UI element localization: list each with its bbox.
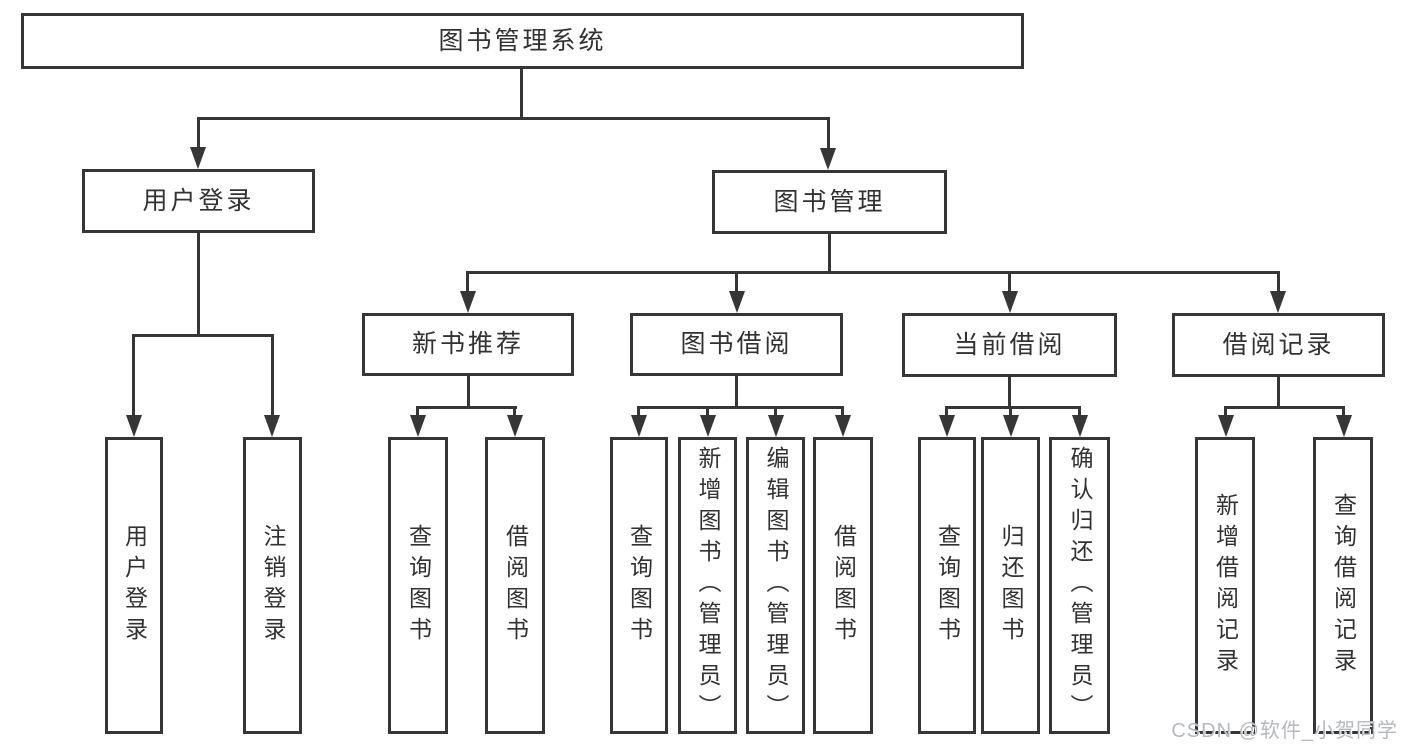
node-root: 图书管理系统 [21, 13, 1024, 69]
connector-line [1342, 406, 1345, 417]
connector-line [416, 406, 517, 409]
connector-line [1008, 377, 1011, 408]
arrowhead-down-icon [768, 415, 784, 437]
connector-line [827, 117, 830, 149]
connector-line [197, 117, 830, 120]
arrowhead-down-icon [1003, 415, 1019, 437]
connector-line [197, 233, 200, 336]
leaf-confirm-return-admin: 确认归还（管理员） [1049, 437, 1110, 734]
connector-line [466, 271, 469, 293]
connector-line [945, 406, 1080, 409]
leaf-user-login: 用户登录 [105, 437, 163, 734]
leaf-borrow-books: 借阅图书 [813, 437, 873, 734]
connector-line [1078, 406, 1081, 417]
connector-line [735, 376, 738, 408]
connector-line [467, 376, 470, 408]
connector-line [1009, 406, 1012, 417]
arrowhead-down-icon [1218, 415, 1234, 437]
connector-line [637, 406, 844, 409]
connector-line [828, 234, 831, 273]
arrowhead-down-icon [460, 291, 476, 313]
node-current-borrow: 当前借阅 [902, 313, 1117, 377]
connector-line [271, 334, 274, 417]
arrowhead-down-icon [729, 291, 745, 313]
connector-line [1277, 271, 1280, 293]
arrowhead-down-icon [410, 415, 426, 437]
csdn-watermark: CSDN @软件_小贺同学 [1171, 720, 1398, 742]
connector-line [197, 117, 200, 149]
arrowhead-down-icon [1270, 291, 1286, 313]
arrowhead-down-icon [1002, 291, 1018, 313]
connector-line [945, 406, 948, 417]
connector-line [637, 406, 640, 417]
connector-line [735, 271, 738, 293]
leaf-logout: 注销登录 [243, 437, 302, 734]
arrowhead-down-icon [190, 147, 206, 169]
arrowhead-down-icon [939, 415, 955, 437]
connector-line [466, 271, 1279, 274]
arrowhead-down-icon [631, 415, 647, 437]
arrowhead-down-icon [1336, 415, 1352, 437]
arrowhead-down-icon [820, 148, 836, 170]
leaf-add-books-admin: 新增图书（管理员） [678, 437, 737, 734]
arrowhead-down-icon [700, 415, 716, 437]
leaf-query-borrow-record: 查询借阅记录 [1313, 437, 1373, 734]
leaf-return-books: 归还图书 [981, 437, 1040, 734]
arrowhead-down-icon [264, 415, 280, 437]
node-book-borrow: 图书借阅 [630, 313, 843, 376]
connector-line [1224, 406, 1344, 409]
node-book-management: 图书管理 [712, 170, 947, 234]
connector-line [774, 406, 777, 417]
arrowhead-down-icon [507, 415, 523, 437]
connector-line [1277, 377, 1280, 408]
connector-line [841, 406, 844, 417]
connector-line [1008, 271, 1011, 293]
connector-line [706, 406, 709, 417]
connector-line [520, 69, 523, 119]
node-borrow-records: 借阅记录 [1172, 313, 1385, 377]
connector-line [1224, 406, 1227, 417]
connector-line [133, 334, 274, 337]
arrowhead-down-icon [835, 415, 851, 437]
connector-line [132, 334, 135, 417]
arrowhead-down-icon [126, 415, 142, 437]
connector-line [416, 406, 419, 417]
leaf-query-books-current: 查询图书 [918, 437, 976, 734]
node-user-login: 用户登录 [82, 169, 315, 233]
leaf-edit-books-admin: 编辑图书（管理员） [746, 437, 805, 734]
leaf-query-books-recommend: 查询图书 [388, 437, 448, 734]
node-new-book-recommend: 新书推荐 [362, 313, 574, 376]
leaf-borrow-books-recommend: 借阅图书 [485, 437, 545, 734]
leaf-add-borrow-record: 新增借阅记录 [1195, 437, 1255, 734]
arrowhead-down-icon [1072, 415, 1088, 437]
leaf-query-books-borrow: 查询图书 [610, 437, 668, 734]
connector-line [513, 406, 516, 417]
